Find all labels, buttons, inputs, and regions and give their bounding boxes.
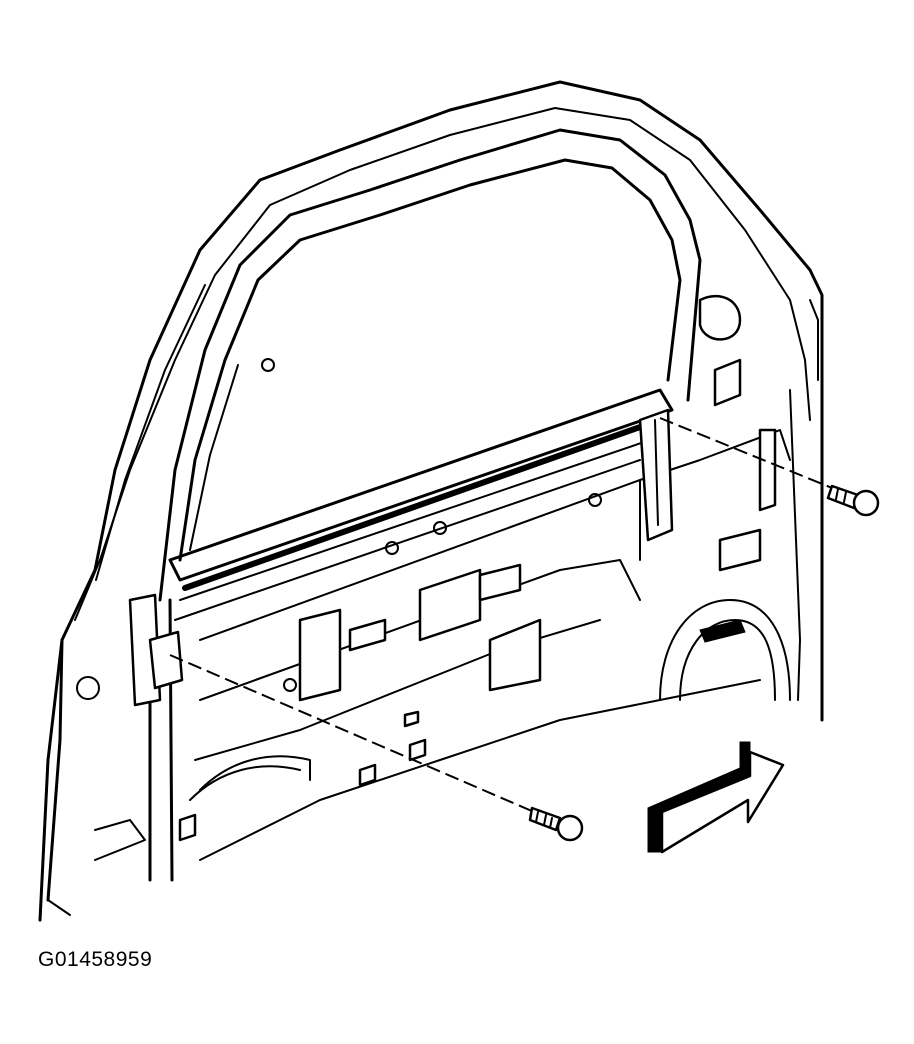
window-rail-left bbox=[128, 593, 184, 707]
window-rail-right bbox=[638, 408, 674, 542]
bolt-leader-lines bbox=[169, 417, 843, 819]
belt-molding bbox=[168, 388, 674, 621]
direction-arrow-icon bbox=[647, 741, 785, 854]
inner-panel bbox=[47, 294, 791, 916]
window-channel bbox=[158, 128, 702, 602]
figure-code: G01458959 bbox=[38, 948, 153, 971]
door-outer-frame bbox=[38, 80, 824, 922]
bolt-icon bbox=[528, 806, 584, 842]
bolt-icon bbox=[826, 484, 880, 517]
